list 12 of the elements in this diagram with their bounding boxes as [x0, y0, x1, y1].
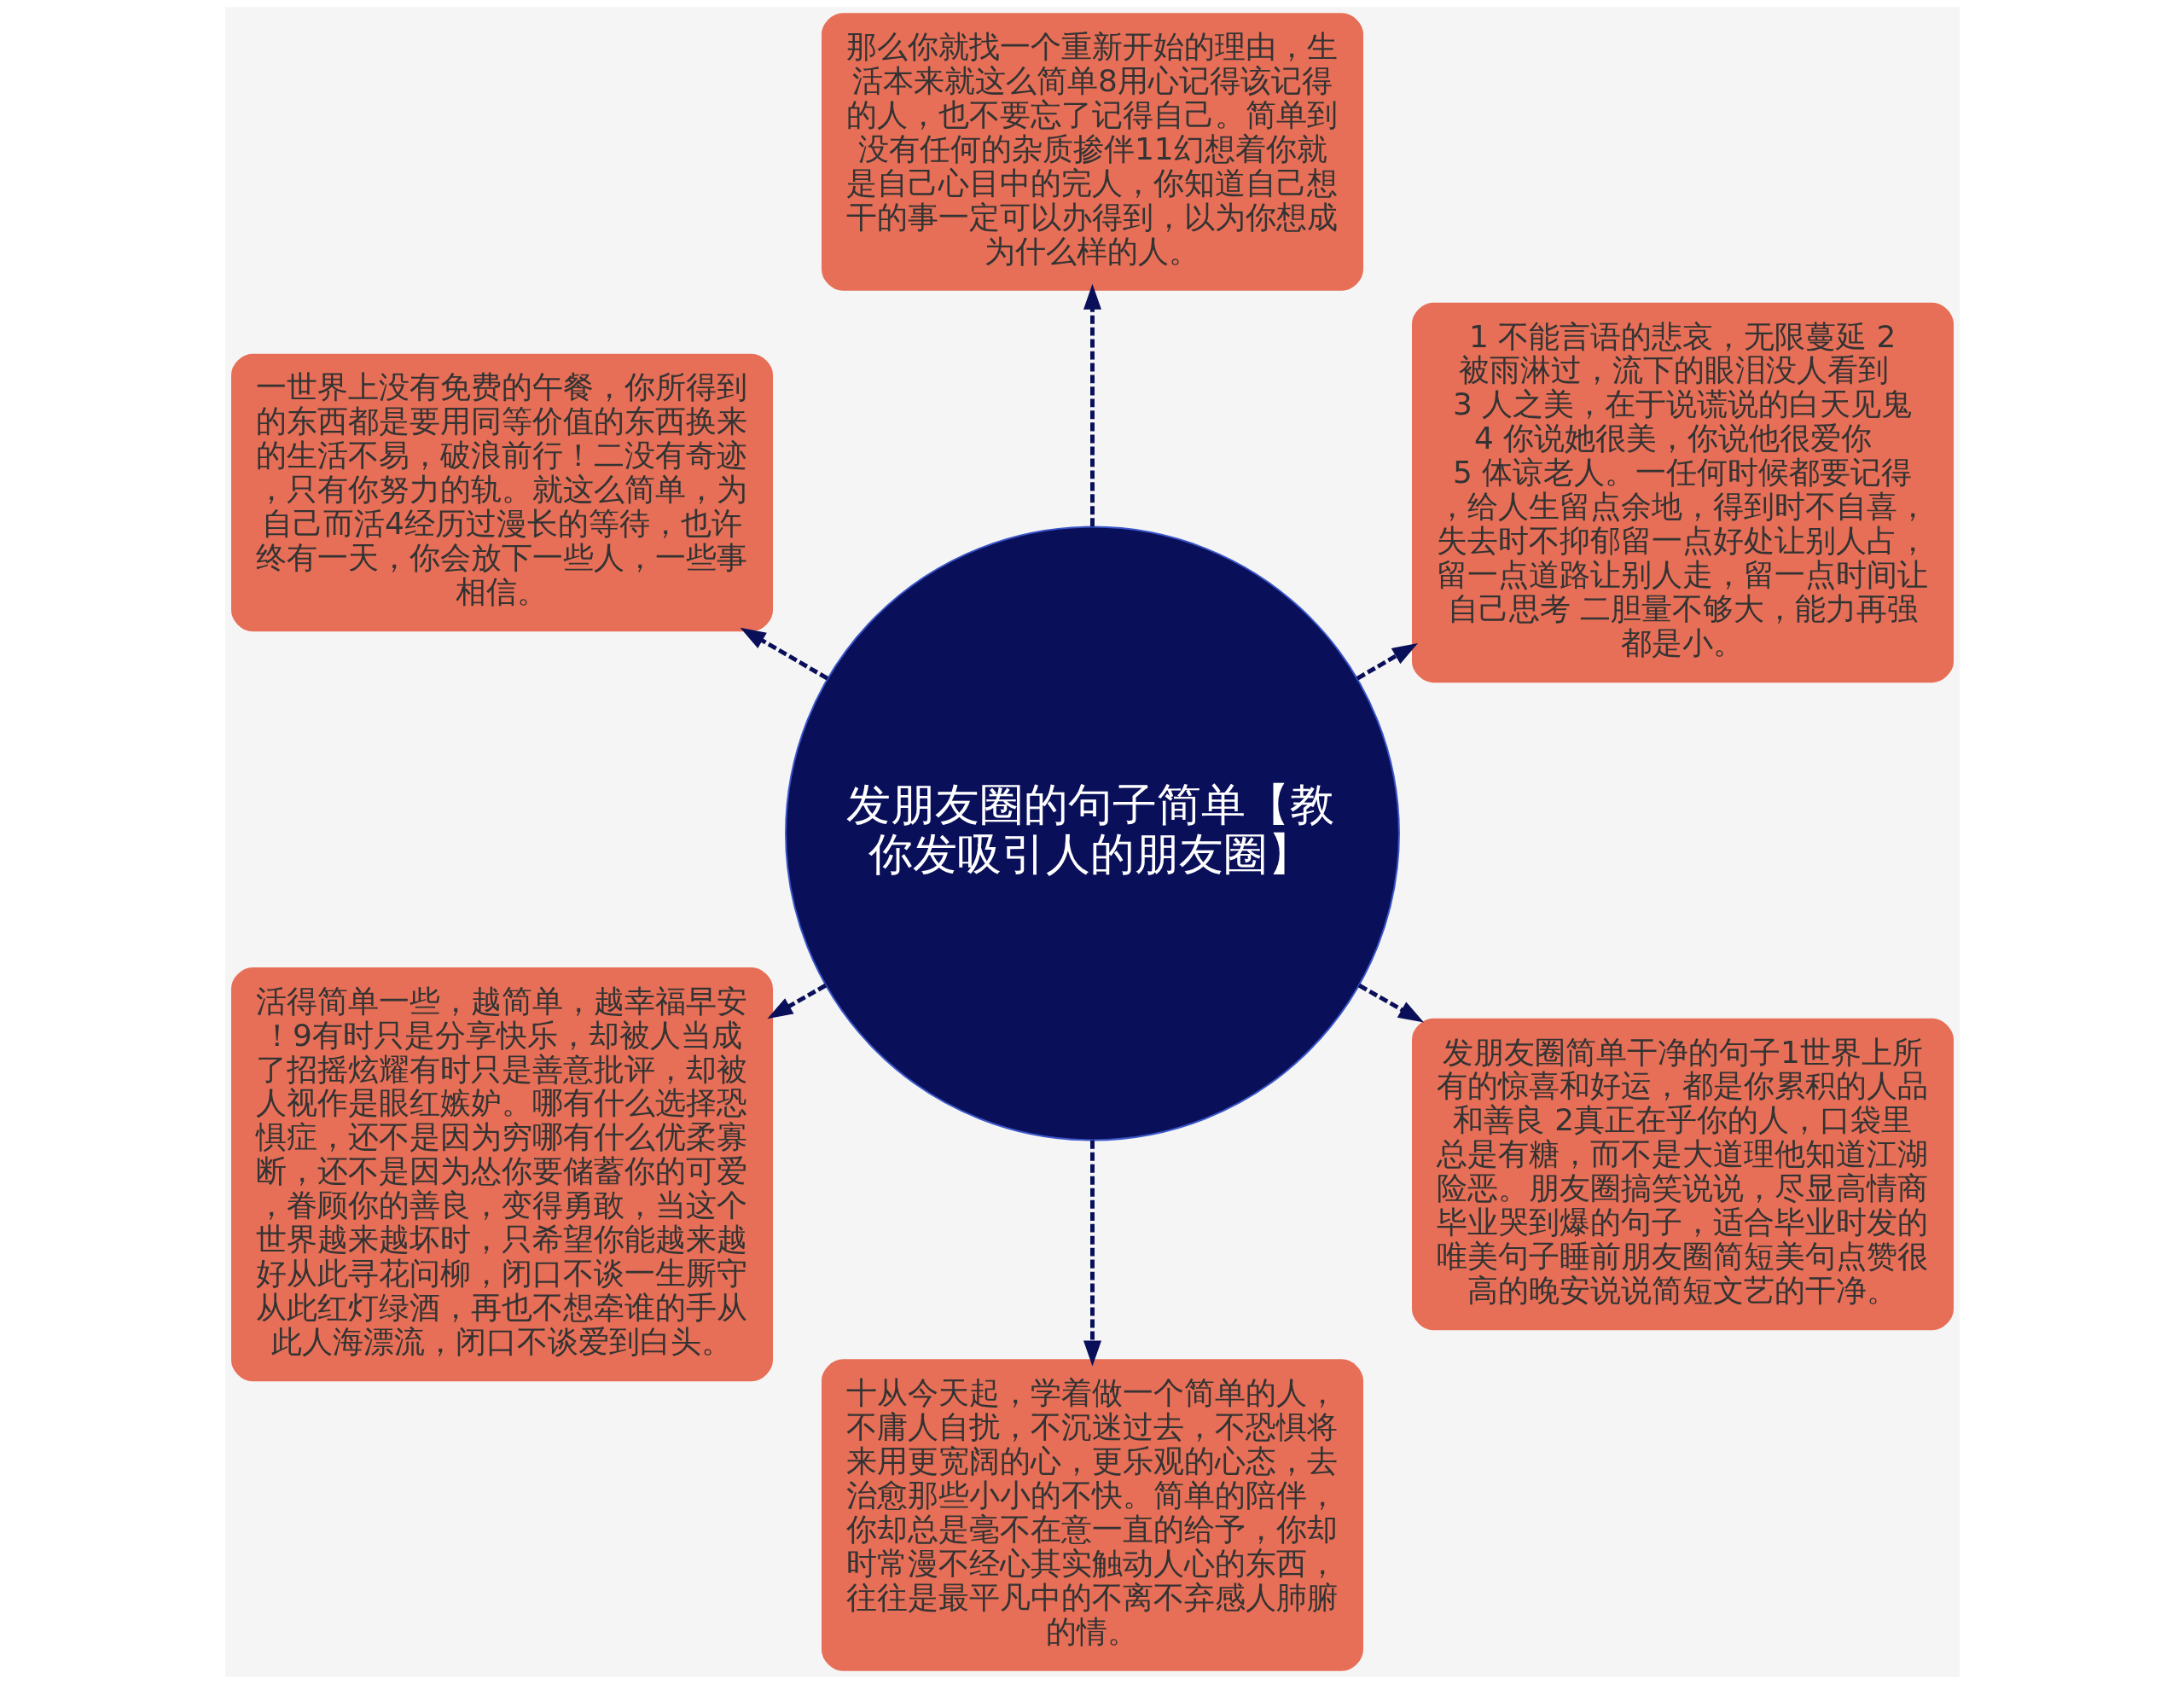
node-box: 活得简单一些，越简单，越幸福早安！9有时只是分享快乐，却被人当成了招摇炫耀有时只是善意批评，却被人视作是眼红嫉妒。哪有什么选择恐惧症，还不是因为穷哪有什么优柔寡断，还不是因为怂你要储蓄你的可爱，眷顾你的善良，变得勇敢，当这个世界越来越坏时，只希望你能越来越好从此寻花问柳，闭口不谈一生厮守从此红灯绿酒，再也不想牵谁的手从此人海漂流，闭口不谈爱到白头。: [230, 967, 773, 1382]
node-box: 发朋友圈简单干净的句子1世界上所有的惊喜和好运，都是你累积的人品和善良 2真正在乎你的人，口袋里总是有糖，而不是大道理他知道江湖险恶。朋友圈搞笑说说，尽显高情商毕业哭到爆的句子，适合毕业时发的唯美句子睡前朋友圈简短美句点赞很高的晚安说说简短文艺的干净。: [1411, 1018, 1954, 1331]
arrow: [766, 983, 827, 1019]
arrow: [1357, 983, 1424, 1023]
arrow: [740, 627, 828, 681]
node-box: 1 不能言语的悲哀，无限蔓延 2 被雨淋过，流下的眼泪没人看到 3 人之美，在于说谎说的白天见鬼 4 你说她很美，你说他很爱你 5 体谅老人。一任何时候都要记得，给人生留点余地，得到时不自喜，失去时不抑郁留一点好处让别人占，留一点道路让别人走，留一点时间让自己思考 二胆量不够大，能力再强都是小。: [1411, 302, 1954, 683]
arrow: [1083, 283, 1101, 527]
arrow: [1083, 1140, 1101, 1367]
node-box: 十从今天起，学着做一个简单的人，不庸人自扰，不沉迷过去，不恐惧将来用更宽阔的心，更乐观的心态，去治愈那些小小的不快。简单的陪伴，你却总是毫不在意一直的给予，你却时常漫不经心其实触动人心的东西，往往是最平凡中的不离不弃感人肺腑的情。: [821, 1359, 1363, 1671]
arrow: [1356, 642, 1418, 681]
node-box: 那么你就找一个重新开始的理由，生活本来就这么简单8用心记得该记得的人，也不要忘了记得自己。简单到没有任何的杂质掺伴11幻想着你就是自己心目中的完人，你知道自己想干的事一定可以办得到，以为你想成为什么样的人。: [821, 13, 1363, 291]
node-box: 一世界上没有免费的午餐，你所得到的东西都是要用同等价值的东西换来的生活不易，破浪前行！二没有奇迹，只有你努力的轨。就这么简单，为自己而活4经历过漫长的等待，也许终有一天，你会放下一些人，一些事相信。: [230, 353, 773, 632]
